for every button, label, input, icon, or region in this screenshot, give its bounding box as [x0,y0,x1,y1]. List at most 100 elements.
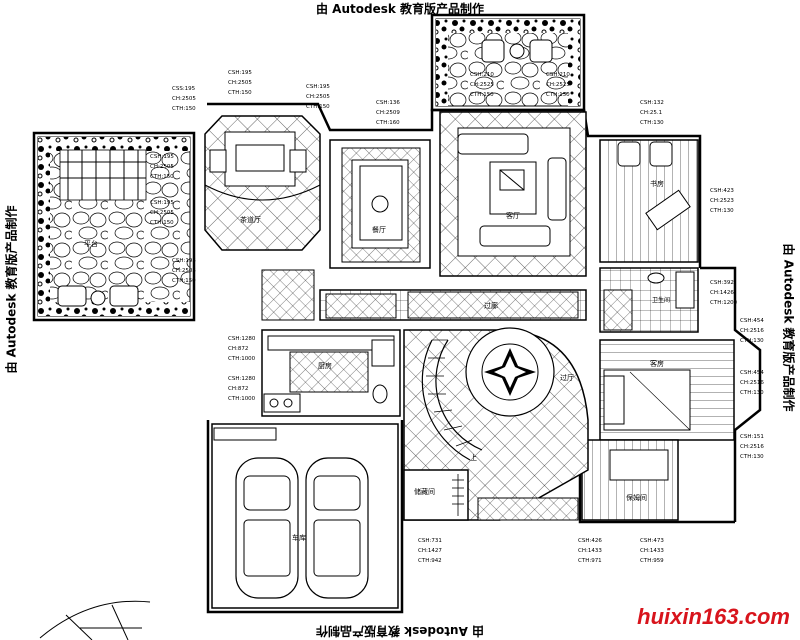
svg-text:CH:1433: CH:1433 [640,548,664,554]
garage-label: 车库 [292,533,306,542]
dim-kitchen-a: CSH:1280 CH:872 CTH:1000 [228,336,256,362]
terrace-area: 平台 [37,136,191,317]
tea-room-label: 茶道厅 [240,215,261,224]
watermark-left: 由 Autodesk 教育版产品制作 [4,205,19,374]
svg-text:CSH:426: CSH:426 [578,538,602,544]
svg-text:CSH:132: CSH:132 [640,100,664,106]
dim-dining: CSH:136 CH:2509 CTH:160 [376,100,400,126]
car-left [235,457,299,599]
svg-text:CTH:150: CTH:150 [150,174,174,180]
svg-text:CTH:130: CTH:130 [710,208,734,214]
svg-text:CH:2505: CH:2505 [150,210,174,216]
kitchen-label: 厨房 [318,361,332,370]
svg-text:CSH:731: CSH:731 [418,538,442,544]
storage-label: 储藏间 [414,487,435,496]
svg-text:CTH:130: CTH:130 [740,390,764,396]
svg-text:CTH:130: CTH:130 [740,338,764,344]
study-room: 书房 [599,139,699,263]
watermark-right: 由 Autodesk 教育版产品制作 [781,243,796,412]
dimension-notes: CSS:195 CH:2505 CTH:150 CSH:195 CH:2505 … [150,70,764,564]
svg-text:CSH:195: CSH:195 [172,258,196,264]
svg-text:CTH:150: CTH:150 [172,278,196,284]
dining-room: 餐厅 [329,139,431,269]
study-label: 书房 [650,179,664,188]
guest-room: 客房 [599,339,735,441]
svg-text:CSH:210: CSH:210 [470,72,494,78]
svg-text:CH:2505: CH:2505 [306,94,330,100]
svg-text:CH:2516: CH:2516 [740,380,764,386]
dim-bottom-right: CSH:473 CH:1433 CTH:959 [640,538,664,564]
svg-text:CH:2505: CH:2505 [172,96,196,102]
up-label: 上 [470,453,477,462]
svg-text:CTH:150: CTH:150 [470,92,494,98]
svg-text:CH:1427: CH:1427 [418,548,442,554]
svg-text:CH:2523: CH:2523 [710,198,734,204]
svg-text:CTH:150: CTH:150 [228,90,252,96]
dim-study-right: CSH:423 CH:2523 CTH:130 [710,188,734,214]
svg-text:CTH:150: CTH:150 [546,92,570,98]
dim-tea-right: CSH:195 CH:2505 CTH:150 [306,84,330,110]
walls [32,13,762,614]
corridor: 过廊 [261,269,587,321]
svg-text:CH:2505: CH:2505 [172,268,196,274]
dim-study-top: CSH:132 CH:25.1 CTH:130 [640,100,664,126]
svg-text:CSH:454: CSH:454 [740,318,764,324]
dim-terrace-c: CSH:195 CH:2505 CTH:150 [172,258,196,284]
svg-text:CSH:195: CSH:195 [228,70,252,76]
svg-text:CH:2516: CH:2516 [740,444,764,450]
living-room: 客厅 [439,111,587,277]
svg-text:CH:25.1: CH:25.1 [640,110,662,116]
dim-tea-left: CSS:195 CH:2505 CTH:150 [172,86,196,112]
svg-text:CSH:195: CSH:195 [150,200,174,206]
svg-text:CTH:130: CTH:130 [740,454,764,460]
svg-text:CSH:210: CSH:210 [546,72,570,78]
svg-text:CH:2509: CH:2509 [376,110,400,116]
svg-text:CSH:392: CSH:392 [710,280,734,286]
bathroom: 卫生间 [599,267,699,333]
svg-text:CH:1433: CH:1433 [578,548,602,554]
storage-room: 储藏间 [403,469,579,521]
svg-text:CH:872: CH:872 [228,346,248,352]
dim-guest-b: CSH:454 CH:2516 CTH:130 [740,370,764,396]
dim-terrace-a: CSH:195 CH:2505 CTH:150 [150,154,174,180]
svg-text:CSH:454: CSH:454 [740,370,764,376]
svg-text:CSH:423: CSH:423 [710,188,734,194]
svg-text:CTH:150: CTH:150 [150,220,174,226]
dim-bath-right: CSH:392 CH:1426 CTH:1200 [710,280,738,306]
svg-text:CH:2516: CH:2516 [740,328,764,334]
corridor-label: 过廊 [484,301,498,310]
garden-upper [435,18,581,107]
dim-kitchen-b: CSH:1280 CH:872 CTH:1000 [228,376,256,402]
svg-text:CSH:473: CSH:473 [640,538,664,544]
svg-text:CTH:130: CTH:130 [640,120,664,126]
svg-text:CTH:160: CTH:160 [376,120,400,126]
tea-room: 茶道厅 [204,115,321,251]
hall-label: 过厅 [560,373,574,382]
garage: 车库 [211,423,399,609]
nanny-room: 保姆间 [581,439,679,521]
guest-label: 客房 [650,359,664,368]
kitchen: 厨房 [261,329,401,417]
dim-guest-a: CSH:454 CH:2516 CTH:130 [740,318,764,344]
svg-text:CTH:942: CTH:942 [418,558,442,564]
svg-text:CTH:1000: CTH:1000 [228,396,256,402]
svg-text:CTH:150: CTH:150 [306,104,330,110]
svg-text:CSH:1280: CSH:1280 [228,376,256,382]
svg-text:CSH:195: CSH:195 [150,154,174,160]
dim-storage: CSH:731 CH:1427 CTH:942 [418,538,442,564]
site-watermark[interactable]: huixin163.com [637,604,790,629]
dim-bottom-mid: CSH:426 CH:1433 CTH:971 [578,538,602,564]
dim-tea-mid: CSH:195 CH:2505 CTH:150 [228,70,252,96]
living-label: 客厅 [506,211,520,220]
svg-text:CSH:151: CSH:151 [740,434,764,440]
svg-text:CH:2525: CH:2525 [546,82,570,88]
nanny-label: 保姆间 [626,493,647,502]
svg-text:CTH:971: CTH:971 [578,558,602,564]
svg-text:CSS:195: CSS:195 [172,86,196,92]
svg-text:CTH:1000: CTH:1000 [228,356,256,362]
dim-terrace-b: CSH:195 CH:2505 CTH:150 [150,200,174,226]
bathroom-label: 卫生间 [652,296,670,304]
terrace-label: 平台 [84,239,98,248]
dim-garden-left: CSH:210 CH:2525 CTH:150 [470,72,494,98]
